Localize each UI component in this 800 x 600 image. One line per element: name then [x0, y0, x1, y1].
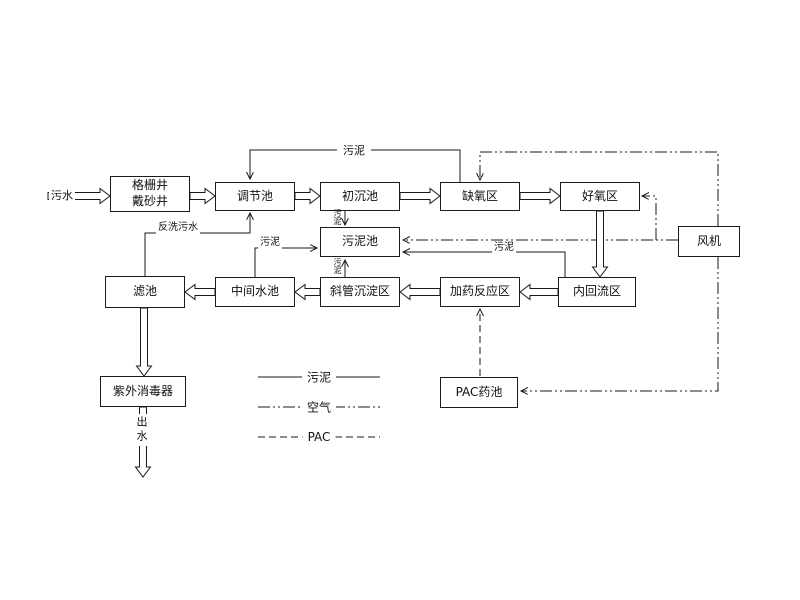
backwash-water-label: 反洗污水: [156, 221, 200, 234]
flow-primary-to-anoxic-arrow: [399, 187, 441, 205]
sludge-return-label: 污泥: [337, 144, 371, 159]
node-blower: 风机: [678, 226, 740, 257]
node-anoxic-zone: 缺氧区: [440, 182, 520, 211]
flow-intermediate-to-filter-arrow: [184, 283, 216, 301]
node-intermediate-tank: 中间水池: [215, 277, 295, 307]
influent-label: 污水: [49, 189, 75, 204]
node-regulating-tank: 调节池: [215, 182, 295, 211]
node-grit-well: 格栅井 戴砂井: [110, 176, 190, 212]
reflux-sludge-label: 污泥: [492, 241, 516, 254]
reflux-to-sludge-tank-line: [403, 252, 566, 277]
legend-item-air: 空气: [256, 398, 382, 416]
flow-reflux-to-dosing-arrow: [519, 283, 559, 301]
node-primary-sedimentation-tank: 初沉池: [320, 182, 400, 211]
node-aerobic-zone: 好氧区: [560, 182, 640, 211]
legend-label-pac: PAC: [302, 430, 336, 444]
node-pac-tank: PAC药池: [440, 377, 518, 408]
node-uv-disinfector: 紫外消毒器: [100, 376, 186, 407]
intermediate-to-sludge-tank-line: [254, 248, 317, 277]
node-internal-reflux-zone: 内回流区: [558, 277, 636, 307]
flow-filter-to-uv-arrow: [135, 307, 153, 377]
legend-label-air: 空气: [301, 398, 337, 416]
flow-aerobic-to-reflux-arrow: [591, 210, 609, 278]
air-to-anoxic-line: [480, 151, 719, 226]
node-sludge-tank: 污泥池: [320, 227, 400, 257]
node-dosing-reaction-zone: 加药反应区: [440, 277, 520, 307]
legend-item-sludge: 污泥: [256, 368, 382, 386]
air-to-pac-tank-line: [521, 257, 719, 391]
flow-grit-to-regulating-arrow: [189, 187, 216, 205]
air-to-aerobic-line: [642, 196, 657, 240]
node-inclined-tube-settling-zone: 斜管沉淀区: [320, 277, 400, 307]
legend-item-pac: PAC: [256, 429, 382, 445]
effluent-label: 出水: [135, 414, 148, 446]
node-filter-tank: 滤池: [105, 276, 185, 308]
flow-dosing-to-inclined-arrow: [399, 283, 441, 301]
flow-inclined-to-intermediate-arrow: [294, 283, 321, 301]
primary-sludge-label: 污泥: [333, 209, 342, 225]
inclined-sludge-label: 污泥: [333, 258, 342, 274]
flow-anoxic-to-aerobic-arrow: [519, 187, 561, 205]
legend-label-sludge: 污泥: [301, 368, 337, 386]
intermediate-sludge-label: 污泥: [258, 236, 282, 249]
flow-regulating-to-primary-arrow: [294, 187, 321, 205]
